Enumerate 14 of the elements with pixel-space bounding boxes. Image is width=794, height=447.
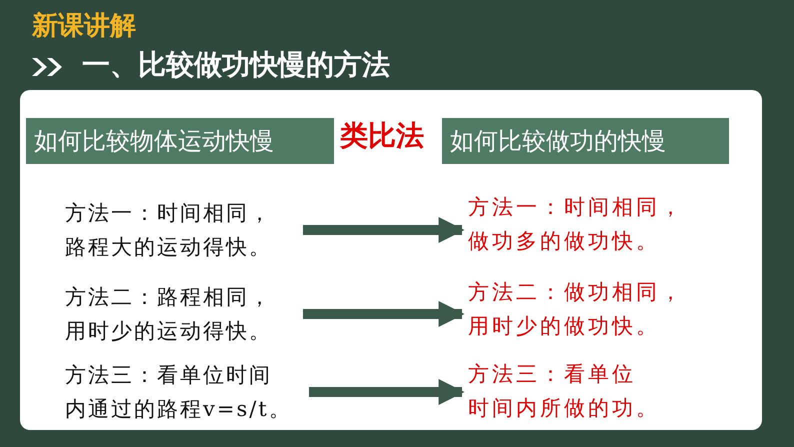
method-text: 方法一：时间相同，做功多的做功快。 bbox=[468, 194, 685, 255]
heading-box: 如何比较物体运动快慢 bbox=[26, 118, 334, 164]
method-text: 方法二：路程相同，用时少的运动得快。 bbox=[65, 284, 273, 345]
method-label: 类比法 bbox=[340, 118, 424, 154]
subtitle: 一、比较做功快慢的方法 bbox=[82, 47, 390, 83]
heading-box: 如何比较做功的快慢 bbox=[442, 118, 729, 164]
arrow bbox=[309, 379, 465, 405]
title: 新课讲解 bbox=[32, 10, 136, 43]
arrow bbox=[303, 217, 465, 243]
method-text: 方法三：看单位时间内所做的功。 bbox=[468, 361, 661, 422]
arrow bbox=[303, 301, 465, 327]
method-text: 方法二：做功相同，用时少的做功快。 bbox=[468, 279, 685, 340]
method-text: 方法一：时间相同，路程大的运动得快。 bbox=[65, 200, 273, 261]
method-text: 方法三：看单位时间内通过的路程v=s/t。 bbox=[65, 362, 293, 423]
